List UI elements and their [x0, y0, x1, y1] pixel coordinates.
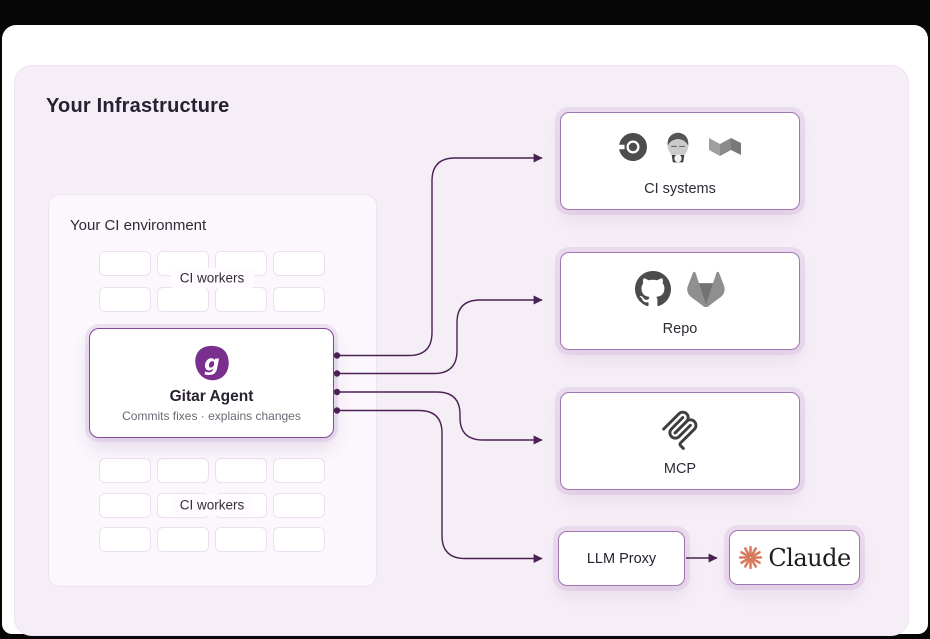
worker-box: [157, 458, 209, 483]
worker-box: [215, 527, 267, 552]
llm-proxy-node: LLM Proxy: [558, 531, 685, 586]
gitlab-icon: [687, 271, 725, 307]
page-title: Your Infrastructure: [46, 95, 230, 117]
worker-box: [99, 527, 151, 552]
ci-systems-label: CI systems: [644, 181, 716, 197]
worker-box: [273, 527, 325, 552]
worker-box: [273, 493, 325, 518]
worker-box: [273, 287, 325, 312]
jenkins-icon: [667, 132, 689, 163]
gitar-agent-name: Gitar Agent: [169, 388, 254, 405]
worker-box: [157, 527, 209, 552]
worker-box: [99, 493, 151, 518]
worker-box: [99, 251, 151, 276]
ci-systems-node: CI systems: [560, 112, 800, 210]
mcp-node: MCP: [560, 392, 800, 490]
mcp-icons: [561, 407, 799, 451]
worker-box: [157, 287, 209, 312]
circleci-icon: [618, 133, 647, 161]
ci-workers-label-bottom: CI workers: [170, 494, 254, 516]
gitar-agent-node: g Gitar Agent Commits fixes · explains c…: [89, 328, 334, 438]
worker-box: [273, 458, 325, 483]
repo-icons: [561, 271, 799, 307]
anthropic-starburst-icon: [739, 545, 763, 570]
repo-node: Repo: [560, 252, 800, 350]
worker-box: [215, 458, 267, 483]
claude-node: Claude: [729, 530, 860, 585]
worker-box: [99, 458, 151, 483]
worker-box: [99, 287, 151, 312]
repo-label: Repo: [662, 321, 698, 337]
github-icon: [635, 271, 671, 307]
claude-wordmark: Claude: [768, 543, 851, 572]
buildkite-icon: [709, 138, 741, 156]
mcp-icon: [662, 410, 698, 450]
worker-box: [273, 251, 325, 276]
gitar-agent-subtitle: Commits fixes · explains changes: [122, 409, 301, 423]
worker-box: [215, 287, 267, 312]
app-window: Your Infrastructure Your CI environment …: [2, 25, 928, 636]
mcp-label: MCP: [663, 461, 697, 477]
svg-text:g: g: [204, 352, 220, 377]
llm-proxy-label: LLM Proxy: [586, 550, 657, 567]
ci-environment-title: Your CI environment: [70, 217, 207, 234]
ci-systems-icons: [561, 131, 799, 163]
gitar-logo-icon: g: [194, 345, 229, 381]
ci-workers-label-top: CI workers: [170, 267, 254, 289]
